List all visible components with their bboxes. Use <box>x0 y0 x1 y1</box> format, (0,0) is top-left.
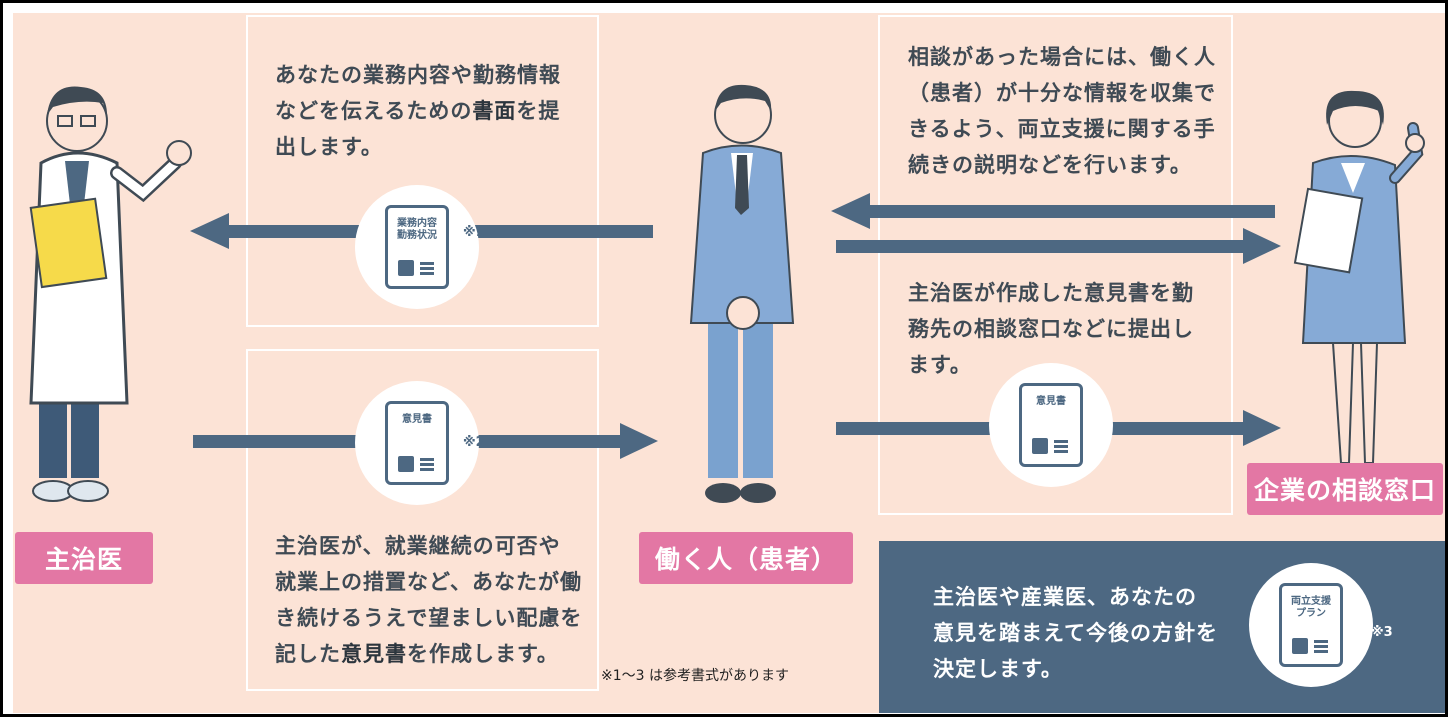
work-info-document-icon: 業務内容 勤務状況 <box>385 205 449 289</box>
arrow-worker-to-company-1 <box>836 228 1281 264</box>
opinion-document-circle: 意見書 <box>355 381 479 505</box>
note-3: ※3 <box>1371 625 1393 640</box>
submit-opinion-text: 主治医が作成した意見書を勤 務先の相談窓口などに提出し ます。 <box>908 281 1194 377</box>
work-info-document-circle: 業務内容 勤務状況 <box>355 185 479 309</box>
info-box-submit-document <box>246 15 599 327</box>
opinion-to-company-document-icon: 意見書 <box>1019 383 1083 467</box>
arrow-company-to-worker <box>831 193 1275 229</box>
decision-box: 主治医や産業医、あなたの 意見を踏まえて今後の方針を 決定します。 両立支援 プ… <box>879 541 1445 713</box>
support-plan-document-circle: 両立支援 プラン <box>1249 563 1373 687</box>
company-label: 企業の相談窓口 <box>1247 463 1443 515</box>
submit-document-text: あなたの業務内容や勤務情報 などを伝えるための書面を提 出します。 <box>275 63 561 159</box>
doctor-label: 主治医 <box>15 532 153 584</box>
opinion-letter-text: 主治医が、就業継続の可否や 就業上の措置など、あなたが働 き続けるうえで望ましい… <box>275 534 583 666</box>
worker-label: 働く人（患者） <box>639 532 853 584</box>
note-1: ※1 <box>463 225 485 240</box>
opinion-to-company-document-circle: 意見書 <box>989 363 1113 487</box>
reference-footnote: ※1〜3 は参考書式があります <box>601 668 789 684</box>
diagram-graphics <box>29 84 1425 503</box>
note-2: ※2 <box>463 435 485 450</box>
doctor-illustration <box>29 86 192 502</box>
opinion-document-icon: 意見書 <box>385 401 449 485</box>
company-support-text: 相談があった場合には、働く人 （患者）が十分な情報を収集で きるよう、両立支援に… <box>908 45 1216 177</box>
info-box-opinion-letter <box>246 349 599 691</box>
decision-text: 主治医や産業医、あなたの 意見を踏まえて今後の方針を 決定します。 <box>933 585 1218 681</box>
worker-illustration <box>689 84 795 503</box>
info-box-company-support <box>878 15 1233 515</box>
support-plan-document-icon: 両立支援 プラン <box>1279 583 1343 667</box>
company-staff-illustration <box>1293 90 1425 464</box>
